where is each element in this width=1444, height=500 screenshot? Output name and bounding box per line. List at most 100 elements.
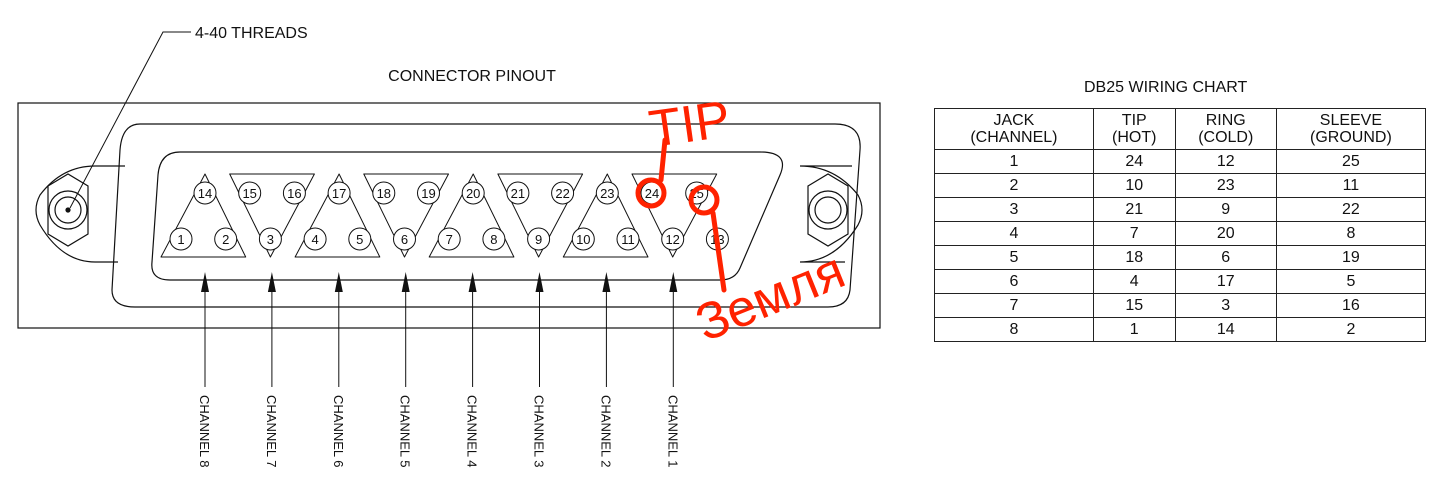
table-cell: 7 xyxy=(1092,221,1176,246)
table-cell: 2 xyxy=(934,173,1094,198)
pin: 9 xyxy=(527,227,551,251)
pin-number: 10 xyxy=(576,232,590,247)
arrow-up-icon xyxy=(468,272,477,292)
pin-number: 17 xyxy=(332,186,346,201)
channel-label: CHANNEL 5 xyxy=(398,395,413,467)
channel-pointer: CHANNEL 6 xyxy=(331,272,346,467)
hex-nut-icon xyxy=(807,173,849,247)
pin: 23 xyxy=(595,181,619,205)
pin-group-outline xyxy=(631,173,718,258)
pin: 7 xyxy=(437,227,461,251)
pin-number: 9 xyxy=(535,232,542,247)
table-cell: 24 xyxy=(1092,149,1176,174)
channel-pointer: CHANNEL 3 xyxy=(532,272,547,467)
column-header-line: JACK xyxy=(993,112,1035,129)
channel-label: CHANNEL 3 xyxy=(532,395,547,467)
pin-circle xyxy=(372,181,396,205)
wiring-chart-title: DB25 WIRING CHART xyxy=(1084,79,1248,96)
left-flange xyxy=(35,165,125,263)
column-header: SLEEVE(GROUND) xyxy=(1275,108,1427,150)
table-cell: 6 xyxy=(1174,245,1277,270)
pin-group-outline xyxy=(562,173,649,258)
table-cell: 8 xyxy=(1275,221,1427,246)
column-header-line: TIP xyxy=(1121,112,1147,129)
arrow-up-icon xyxy=(267,272,276,292)
pin-group-outline xyxy=(229,173,315,258)
pin-circle xyxy=(303,227,327,251)
pin-circle xyxy=(595,181,619,205)
table-cell: 7 xyxy=(934,293,1094,318)
table-cell: 3 xyxy=(1174,293,1277,318)
table-cell: 6 xyxy=(934,269,1094,294)
table-cell: 15 xyxy=(1092,293,1176,318)
table-cell: 25 xyxy=(1275,149,1427,174)
table-cell: 18 xyxy=(1092,245,1176,270)
pin-number: 21 xyxy=(511,186,525,201)
column-header: JACK(CHANNEL) xyxy=(934,108,1094,150)
pin-number: 19 xyxy=(421,186,435,201)
pin: 17 xyxy=(327,181,351,205)
pin: 10 xyxy=(571,227,595,251)
pin-group-outline xyxy=(160,173,247,258)
pin-number: 4 xyxy=(311,232,318,247)
table-cell: 20 xyxy=(1174,221,1277,246)
table-cell: 14 xyxy=(1174,317,1277,342)
arrow-up-icon xyxy=(602,272,611,292)
pin: 16 xyxy=(282,181,306,205)
pin-circle xyxy=(482,227,506,251)
pin: 14 xyxy=(193,181,217,205)
table-cell: 9 xyxy=(1174,197,1277,222)
pin-circle xyxy=(571,227,595,251)
pin-circle xyxy=(348,227,372,251)
table-cell: 2 xyxy=(1275,317,1427,342)
pin-circle xyxy=(616,227,640,251)
pin-circle xyxy=(527,227,551,251)
pin-circle xyxy=(282,181,306,205)
channel-pointer: CHANNEL 8 xyxy=(197,272,212,467)
pin-number: 8 xyxy=(490,232,497,247)
table-cell: 11 xyxy=(1275,173,1427,198)
column-header-line: (COLD) xyxy=(1198,129,1254,146)
channel-pointer: CHANNEL 1 xyxy=(665,272,680,467)
channel-pointer: CHANNEL 4 xyxy=(465,272,480,467)
tip-annotation: TIP xyxy=(646,90,734,159)
column-header-line: (CHANNEL) xyxy=(970,129,1058,146)
channel-label: CHANNEL 4 xyxy=(465,395,480,467)
pin: 18 xyxy=(372,181,396,205)
pin-circle xyxy=(417,181,440,205)
pin-number: 3 xyxy=(267,232,274,247)
pin: 12 xyxy=(661,227,685,251)
pin-number: 15 xyxy=(242,186,256,201)
connector-title: CONNECTOR PINOUT xyxy=(388,68,556,85)
pin: 8 xyxy=(482,227,506,251)
table-cell: 3 xyxy=(934,197,1094,222)
pin: 15 xyxy=(238,181,262,205)
pin: 22 xyxy=(551,181,575,205)
pin-circle xyxy=(193,181,217,205)
right-flange xyxy=(799,165,863,263)
pin: 11 xyxy=(616,227,640,251)
channel-label: CHANNEL 7 xyxy=(264,395,279,467)
channel-label: CHANNEL 2 xyxy=(598,395,613,467)
channel-label: CHANNEL 1 xyxy=(665,395,680,467)
table-cell: 21 xyxy=(1092,197,1176,222)
column-header: RING(COLD) xyxy=(1174,108,1277,150)
pin-number: 22 xyxy=(555,186,569,201)
arrow-up-icon xyxy=(334,272,343,292)
table-cell: 10 xyxy=(1092,173,1176,198)
connector-insert xyxy=(151,151,784,281)
pin-circle xyxy=(393,227,416,251)
channel-pointer: CHANNEL 2 xyxy=(598,272,613,467)
hex-nut-icon xyxy=(47,173,89,247)
pin-circle xyxy=(238,181,262,205)
pin-circle xyxy=(461,181,485,205)
pin-circle xyxy=(327,181,351,205)
pin-group-outline xyxy=(497,173,584,258)
